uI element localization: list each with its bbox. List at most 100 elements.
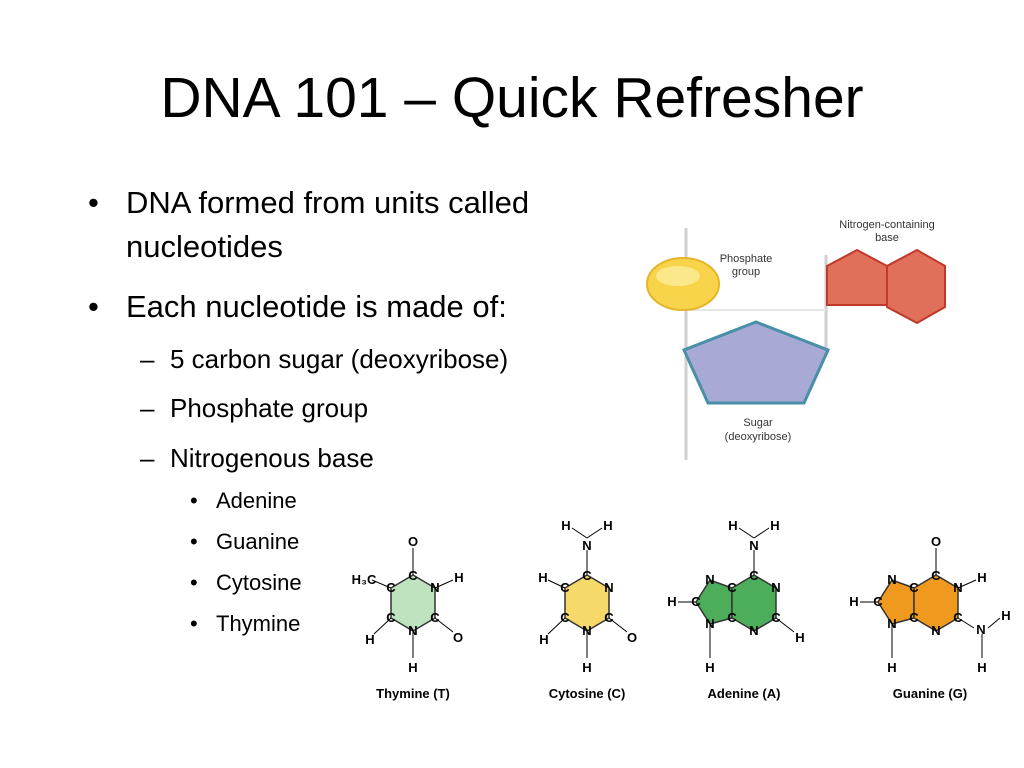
phosphate-label: Phosphate — [720, 253, 773, 265]
base-name: Cytosine — [216, 570, 302, 595]
atom-label: H — [977, 660, 986, 675]
bullet-text-continued: nucleotides — [126, 229, 283, 264]
atom-label: C — [560, 580, 570, 595]
atom-label: N — [582, 538, 591, 553]
atom-label: C — [749, 568, 759, 583]
atom-label: H₃C — [352, 572, 377, 587]
cytosine-caption: Cytosine (C) — [549, 686, 626, 701]
atom-label: N — [705, 572, 714, 587]
atom-label: H — [582, 660, 591, 675]
atom-label: H — [1001, 608, 1010, 623]
atom-label: C — [691, 594, 701, 609]
atom-label: N — [408, 623, 417, 638]
atom-label: H — [408, 660, 417, 675]
base-name: Thymine — [216, 611, 301, 636]
bond — [987, 617, 1001, 629]
atom-label: H — [561, 518, 570, 533]
atom-label: N — [887, 572, 896, 587]
bond — [547, 617, 566, 635]
atom-label: H — [728, 518, 737, 533]
bullet-marker: • — [190, 570, 198, 595]
phosphate-label-line2: group — [732, 266, 760, 278]
bullet-marker: • — [190, 611, 198, 636]
atom-label: O — [627, 630, 637, 645]
sub-bullet-text: Phosphate group — [170, 393, 369, 423]
base-label: Nitrogen-containing — [839, 219, 934, 231]
bullet-marker: • — [190, 529, 198, 554]
sub-bullet-text: Nitrogenous base — [170, 443, 374, 473]
atom-label: C — [560, 610, 570, 625]
bond — [957, 617, 975, 629]
atom-label: C — [771, 610, 781, 625]
atom-label: H — [849, 594, 858, 609]
sugar-label: Sugar — [743, 417, 773, 429]
atom-label: C — [909, 610, 919, 625]
dash-marker: – — [140, 443, 155, 473]
cytosine-structure: H H N C H C N C C H O N H Cytosine (C) — [538, 518, 637, 701]
atom-label: C — [727, 580, 737, 595]
atom-label: C — [386, 610, 396, 625]
bond — [434, 617, 454, 633]
bullet-marker: • — [88, 185, 99, 220]
nucleotide-diagram: Phosphate group Sugar (deoxyribose) Nitr… — [646, 219, 946, 460]
atom-label: H — [454, 570, 463, 585]
bullet-marker: • — [88, 289, 99, 324]
bullet-text: Each nucleotide is made of: — [126, 289, 507, 324]
atom-label: C — [408, 568, 418, 583]
atom-label: C — [582, 568, 592, 583]
adenine-structure: H H N C N C N H C C C H N N H Adenine (A… — [667, 518, 804, 701]
atom-label: N — [604, 580, 613, 595]
atom-label: C — [430, 610, 440, 625]
atom-label: H — [770, 518, 779, 533]
bullet-marker: • — [190, 488, 198, 513]
guanine-caption: Guanine (G) — [893, 686, 967, 701]
atom-label: H — [603, 518, 612, 533]
thymine-caption: Thymine (T) — [376, 686, 450, 701]
bond — [373, 617, 392, 635]
atom-label: C — [909, 580, 919, 595]
atom-label: N — [771, 580, 780, 595]
atom-label: H — [365, 632, 374, 647]
base-label-line2: base — [875, 232, 899, 244]
bullet-text: DNA formed from units called — [126, 185, 530, 220]
atom-label: N — [887, 616, 896, 631]
atom-label: C — [931, 568, 941, 583]
atom-label: N — [931, 623, 940, 638]
atom-label: H — [538, 570, 547, 585]
base-hexagon — [886, 248, 946, 325]
dash-marker: – — [140, 344, 155, 374]
bond — [547, 579, 566, 589]
atom-label: N — [976, 622, 985, 637]
atom-label: H — [705, 660, 714, 675]
dash-marker: – — [140, 393, 155, 423]
atom-label: H — [667, 594, 676, 609]
atom-label: N — [705, 616, 714, 631]
atom-label: O — [453, 630, 463, 645]
adenine-hexagon — [731, 574, 777, 632]
base-name: Guanine — [216, 529, 300, 554]
atom-label: O — [408, 534, 418, 549]
sub-bullet-text: 5 carbon sugar (deoxyribose) — [170, 344, 509, 374]
atom-label: H — [795, 630, 804, 645]
atom-label: O — [931, 534, 941, 549]
atom-label: N — [430, 580, 439, 595]
atom-label: N — [582, 623, 591, 638]
atom-label: C — [386, 580, 396, 595]
phosphate-highlight — [656, 266, 700, 286]
sugar-label-line2: (deoxyribose) — [725, 431, 792, 443]
atom-label: H — [887, 660, 896, 675]
bond — [434, 579, 454, 589]
bond — [371, 579, 392, 589]
bond — [753, 527, 770, 539]
base-pentagon — [826, 248, 888, 306]
atom-label: N — [749, 538, 758, 553]
guanine-structure: O C N C N H H C C C N H N N H H Guanine … — [849, 534, 1010, 701]
atom-label: H — [977, 570, 986, 585]
atom-label: N — [953, 580, 962, 595]
base-name: Adenine — [216, 488, 297, 513]
atom-label: C — [727, 610, 737, 625]
sugar-pentagon — [681, 320, 831, 405]
atom-label: C — [873, 594, 883, 609]
bond — [571, 527, 588, 539]
atom-label: C — [604, 610, 614, 625]
